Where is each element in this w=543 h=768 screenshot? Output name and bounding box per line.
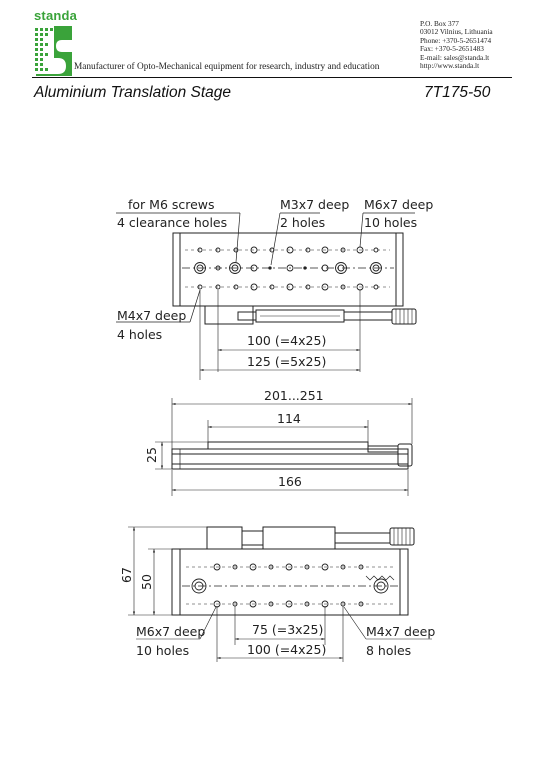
company-tagline: Manufacturer of Opto-Mechanical equipmen… xyxy=(74,62,380,72)
label-m4-holes: 4 holes xyxy=(117,327,162,342)
label-m6-holes-bottom: 10 holes xyxy=(136,643,189,658)
top-view-drawing xyxy=(116,212,417,380)
header-rule xyxy=(32,77,512,78)
label-m3-deep: M3x7 deep xyxy=(280,197,349,212)
dim-67: 67 xyxy=(119,567,134,583)
label-m4-deep: M4x7 deep xyxy=(117,308,186,323)
contact-line: E-mail: sales@standa.lt xyxy=(420,52,490,62)
contact-line: 03012 Vilnius, Lithuania xyxy=(420,27,493,37)
dim-75: 75 (=3x25) xyxy=(252,622,323,637)
brand-name: standa xyxy=(34,8,78,23)
spring-icon xyxy=(365,575,395,581)
dim-166: 166 xyxy=(278,474,302,489)
standa-logo-icon xyxy=(35,26,72,76)
label-m6-deep-bottom: M6x7 deep xyxy=(136,624,205,639)
product-code: 7T175-50 xyxy=(424,84,491,101)
label-m6-deep: M6x7 deep xyxy=(364,197,433,212)
contact-line: P.O. Box 377 xyxy=(420,19,459,28)
label-m6-holes: 10 holes xyxy=(364,215,417,230)
dim-25: 25 xyxy=(144,447,159,463)
micrometer-drive xyxy=(204,305,417,325)
contact-line: Phone: +370-5-2651474 xyxy=(420,35,492,45)
stage-carriage xyxy=(207,441,369,450)
bottom-hole-pattern xyxy=(191,563,389,608)
label-m4-deep-bottom: M4x7 deep xyxy=(366,624,435,639)
dim-100-bottom: 100 (=4x25) xyxy=(247,642,326,657)
document-header: standa Manufacturer of Opto-Mechanical e… xyxy=(0,0,543,112)
dim-range: 201...251 xyxy=(264,388,324,403)
contact-line: Fax: +370-5-2651483 xyxy=(420,44,484,54)
contact-line: http://www.standa.lt xyxy=(420,61,480,71)
dim-100: 100 (=4x25) xyxy=(247,333,326,348)
stage-top-plate xyxy=(172,232,404,307)
dim-125: 125 (=5x25) xyxy=(247,354,326,369)
product-title: Aluminium Translation Stage xyxy=(34,84,231,101)
label-m6-clearance: 4 clearance holes xyxy=(117,215,227,230)
side-view-drawing xyxy=(155,398,413,496)
label-m3-holes: 2 holes xyxy=(280,215,325,230)
label-m4-holes-bottom: 8 holes xyxy=(366,643,411,658)
micrometer-knob-side xyxy=(397,443,413,467)
hole-pattern xyxy=(194,246,382,291)
label-m6-screws: for M6 screws xyxy=(128,197,215,212)
dim-114: 114 xyxy=(277,411,301,426)
stage-bottom-plate xyxy=(171,548,409,616)
dim-50: 50 xyxy=(139,574,154,590)
bottom-view-drawing xyxy=(128,526,432,662)
contact-block: P.O. Box 377 03012 Vilnius, Lithuania Ph… xyxy=(420,19,493,71)
